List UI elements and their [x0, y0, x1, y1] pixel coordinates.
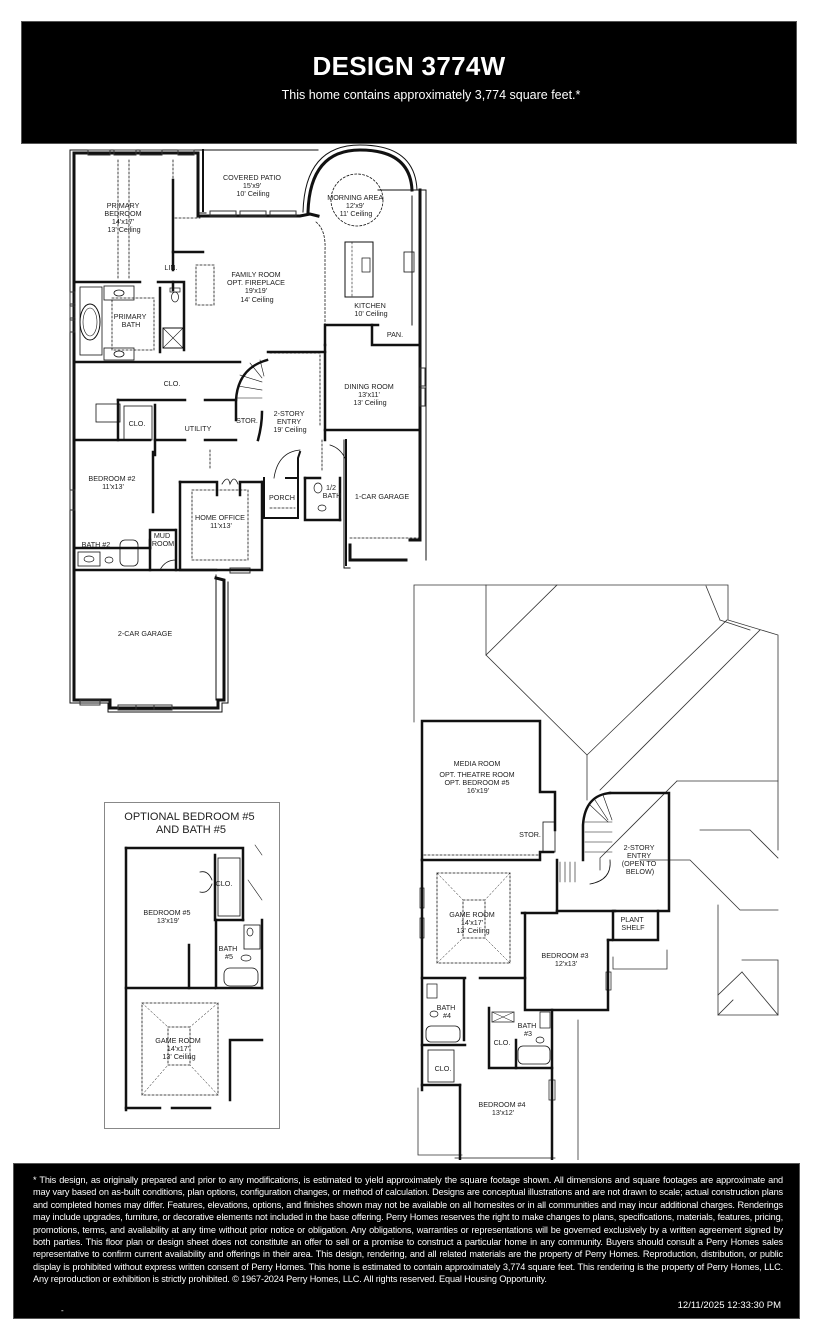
label-bedroom-5: BEDROOM #5 13'x19'	[143, 908, 192, 925]
label-closet-primary: CLO.	[164, 379, 181, 388]
label-morning-area: MORNING AREA 12'x9' 11' Ceiling	[327, 193, 385, 218]
label-entry: 2-STORY ENTRY 19' Ceiling	[273, 409, 306, 434]
label-entry-open: 2-STORY ENTRY (OPEN TO BELOW)	[622, 843, 658, 876]
second-floor-labels: MEDIA ROOM OPT. THEATRE ROOM OPT. BEDROO…	[435, 759, 658, 1117]
label-game-room: GAME ROOM 14'x17' 13' Ceiling	[449, 910, 497, 935]
first-floor-plan	[69, 144, 427, 713]
design-title: DESIGN 3774W	[312, 51, 506, 81]
label-covered-patio: COVERED PATIO 15'x9' 10' Ceiling	[223, 173, 283, 198]
label-bath-5: BATH #5	[219, 944, 240, 961]
label-second-storage: STOR.	[519, 830, 541, 839]
disclaimer-text: * This design, as originally prepared an…	[33, 1175, 783, 1285]
label-bath-3: BATH #3	[518, 1021, 539, 1038]
square-footage-subtitle: This home contains approximately 3,774 s…	[281, 88, 581, 102]
optional-bedroom-5-plan	[124, 844, 264, 1112]
label-closet-bed2: CLO.	[129, 419, 146, 428]
optional-plan-labels: OPTIONAL BEDROOM #5 AND BATH #5 CLO. BED…	[124, 811, 257, 1061]
floor-plans-drawing: PRIMARY BEDROOM 14'x17' 13' Ceiling COVE…	[69, 144, 779, 1160]
disclaimer-footer: * This design, as originally prepared an…	[13, 1163, 800, 1319]
label-dining-room: DINING ROOM 13'x11' 13' Ceiling	[344, 382, 396, 407]
print-timestamp: 12/11/2025 12:33:30 PM	[677, 1300, 781, 1311]
label-home-office: HOME OFFICE 11'x13'	[195, 513, 247, 530]
label-bath-4: BATH #4	[437, 1003, 458, 1020]
label-bedroom-4: BEDROOM #4 13'x12'	[478, 1100, 527, 1117]
label-opt-game-room: GAME ROOM 14'x17' 13' Ceiling	[155, 1036, 203, 1061]
label-one-car-garage: 1-CAR GARAGE	[355, 492, 410, 501]
footer-dash: -	[61, 1306, 64, 1315]
label-primary-bedroom: PRIMARY BEDROOM 14'x17' 13' Ceiling	[104, 201, 143, 234]
header-banner: DESIGN 3774W This home contains approxim…	[21, 21, 797, 144]
label-opt-closet: CLO.	[216, 879, 233, 888]
label-family-room: FAMILY ROOM OPT. FIREPLACE 19'x19' 14' C…	[227, 270, 287, 304]
label-media-room: MEDIA ROOM OPT. THEATRE ROOM OPT. BEDROO…	[439, 759, 516, 795]
label-storage: STOR.	[236, 416, 258, 425]
label-closet-bath3: CLO.	[494, 1038, 511, 1047]
label-closet-bed4: CLO.	[435, 1064, 452, 1073]
label-primary-bath: PRIMARY BATH	[114, 312, 149, 329]
label-utility: UTILITY	[185, 424, 212, 433]
first-floor-labels: PRIMARY BEDROOM 14'x17' 13' Ceiling COVE…	[82, 173, 410, 638]
label-two-car-garage: 2-CAR GARAGE	[118, 629, 173, 638]
label-linen: LIN.	[164, 263, 177, 272]
label-porch: PORCH	[269, 493, 295, 502]
label-bedroom-3: BEDROOM #3 12'x13'	[541, 951, 590, 968]
label-pantry: PAN.	[387, 330, 403, 339]
label-bath-2: BATH #2	[82, 540, 111, 549]
second-floor-plan	[413, 584, 779, 1160]
label-bedroom-2: BEDROOM #2 11'x13'	[88, 474, 137, 491]
optional-plan-title: OPTIONAL BEDROOM #5 AND BATH #5	[124, 811, 257, 836]
label-kitchen: KITCHEN 10' Ceiling	[354, 301, 388, 318]
optional-plan-frame	[104, 802, 280, 1129]
label-mud-room: MUD ROOM	[152, 531, 174, 548]
label-half-bath: 1/2 BATH	[323, 483, 342, 500]
label-plant-shelf: PLANT SHELF	[620, 915, 645, 932]
